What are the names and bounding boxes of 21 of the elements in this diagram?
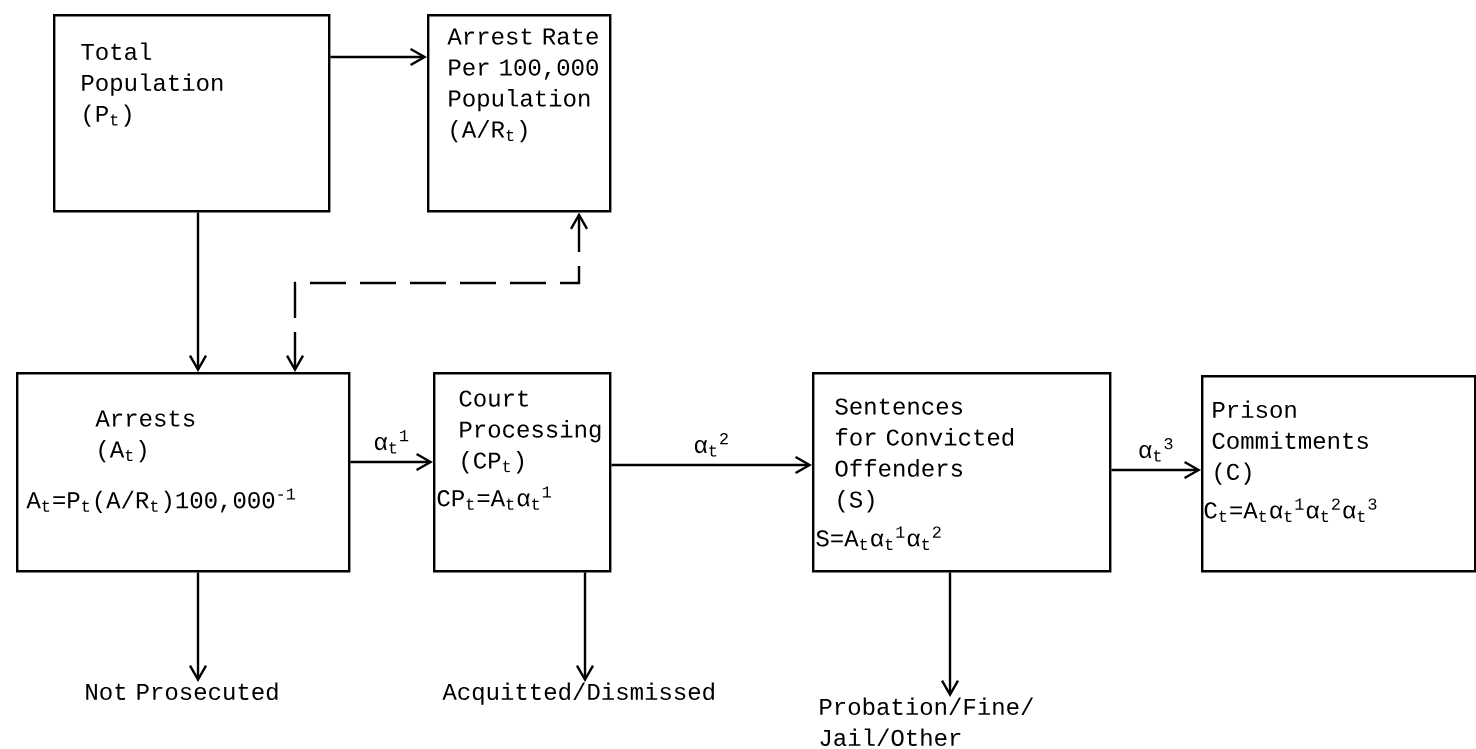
outcome-label: Probation/Fine/ Jail/Other	[820, 697, 1034, 747]
edge-label: α$_{t}$2	[691, 430, 732, 459]
process-box: Arrest Rate Per 100,000 Population (A/R$_{t}$)	[427, 14, 612, 213]
arrow	[330, 47, 427, 67]
arrow	[1111, 460, 1201, 480]
edge-label: α$_{t}$1	[371, 428, 412, 456]
process-box: Arrests (A$_{t}$) A$_{t}$=P$_{t}$(A/R$_{t}$)100,000$^{-1}$	[16, 372, 351, 573]
arrow	[575, 572, 595, 682]
arrow	[350, 452, 433, 472]
process-box: Total Population (P$_{t}$)	[53, 14, 331, 213]
process-box: Court Processing (CP$_{t}$) CP$_{t}$=A$_{t}$α$_{t}$1	[433, 372, 612, 573]
process-box: Sentences for Convicted Offenders (S) S=A$_{t}$α$_{t}$$^{1}$α$_{t}$2	[812, 372, 1112, 573]
arrow	[188, 572, 208, 682]
arrow	[940, 572, 960, 697]
arrow	[188, 212, 208, 372]
process-box: Prison Commitments (C) C$_{t}$=A$_{t}$α$_{t}$$^{1}$α$_{t}$$^{2}$α$_{t}$3	[1201, 375, 1476, 573]
outcome-label: Acquitted/Dismissed	[442, 682, 714, 705]
edge-label: α$_{t}$3	[1135, 435, 1177, 464]
arrow	[611, 455, 812, 475]
arrow	[285, 212, 589, 372]
outcome-label: Not Prosecuted	[86, 682, 278, 701]
